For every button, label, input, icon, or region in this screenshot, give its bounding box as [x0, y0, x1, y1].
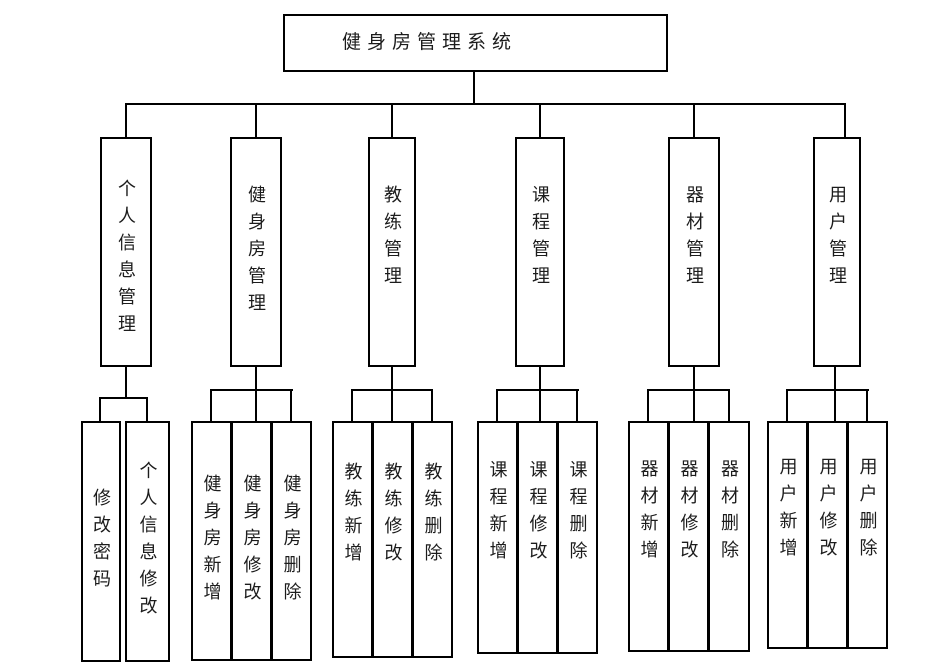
connector-line	[787, 389, 869, 391]
connector-line	[539, 367, 541, 421]
leaf-user-add: 用户新增	[767, 421, 808, 649]
connector-root-drop	[473, 72, 475, 103]
connector-line	[351, 389, 353, 421]
leaf-label: 教练删除	[422, 461, 443, 570]
leaf-user-delete: 用户删除	[847, 421, 888, 649]
connector-line	[648, 389, 730, 391]
leaf-label: 用户修改	[817, 457, 838, 565]
node-label: 用户管理	[827, 185, 847, 293]
leaf-equipment-delete: 器材删除	[708, 421, 750, 652]
leaf-change-password: 修改密码	[81, 421, 121, 662]
node-coach-management: 教练管理	[368, 137, 416, 367]
connector-drop-branch-2	[255, 103, 257, 137]
connector-line	[210, 389, 212, 421]
leaf-personal-info-edit: 个人信息修改	[125, 421, 170, 662]
connector-line	[290, 389, 292, 421]
leaf-label: 用户删除	[857, 457, 878, 565]
node-gym-management: 健身房管理	[230, 137, 282, 367]
connector-line	[255, 367, 257, 421]
leaf-user-edit: 用户修改	[807, 421, 848, 649]
connector-line	[431, 389, 433, 421]
leaf-equipment-add: 器材新增	[628, 421, 669, 652]
leaf-label: 课程修改	[527, 459, 548, 568]
leaf-label: 健身房新增	[201, 473, 222, 609]
root-node-label: 健身房管理系统	[342, 31, 518, 53]
connector-drop-branch-3	[391, 103, 393, 137]
connector-level1-bar	[126, 103, 846, 105]
leaf-label: 用户新增	[777, 457, 798, 565]
node-user-management: 用户管理	[813, 137, 861, 367]
leaf-coach-delete: 教练删除	[412, 421, 453, 658]
connector-line	[391, 367, 393, 421]
connector-line	[211, 389, 293, 391]
leaf-label: 课程新增	[487, 459, 508, 568]
node-label: 个人信息管理	[116, 179, 136, 341]
leaf-label: 健身房修改	[241, 473, 262, 609]
leaf-gym-edit: 健身房修改	[231, 421, 272, 661]
leaf-coach-add: 教练新增	[332, 421, 373, 658]
node-label: 教练管理	[382, 185, 402, 293]
connector-line	[99, 397, 101, 421]
connector-line	[100, 397, 148, 399]
node-personal-info-management: 个人信息管理	[100, 137, 152, 367]
connector-drop-branch-5	[693, 103, 695, 137]
connector-line	[352, 389, 433, 391]
connector-drop-branch-4	[539, 103, 541, 137]
leaf-label: 器材修改	[678, 458, 699, 567]
connector-line	[496, 389, 498, 421]
connector-line	[146, 397, 148, 421]
node-label: 健身房管理	[246, 184, 266, 320]
connector-line	[647, 389, 649, 421]
connector-drop-branch-1	[125, 103, 127, 137]
connector-line	[786, 389, 788, 421]
connector-line	[693, 367, 695, 421]
connector-line	[834, 367, 836, 421]
leaf-coach-edit: 教练修改	[372, 421, 413, 658]
leaf-label: 修改密码	[91, 487, 111, 596]
leaf-label: 健身房删除	[281, 473, 302, 609]
leaf-gym-delete: 健身房删除	[271, 421, 312, 661]
node-label: 课程管理	[530, 185, 550, 293]
leaf-equipment-edit: 器材修改	[668, 421, 709, 652]
leaf-label: 课程删除	[567, 459, 588, 568]
connector-line	[866, 389, 868, 421]
connector-drop-branch-6	[844, 103, 846, 137]
leaf-label: 教练修改	[382, 461, 403, 570]
node-equipment-management: 器材管理	[668, 137, 720, 367]
leaf-course-delete: 课程删除	[557, 421, 598, 654]
connector-line	[728, 389, 730, 421]
connector-line	[125, 367, 127, 398]
leaf-gym-add: 健身房新增	[191, 421, 232, 661]
leaf-label: 教练新增	[342, 461, 363, 570]
leaf-label: 器材删除	[719, 458, 739, 567]
leaf-label: 器材新增	[638, 458, 659, 567]
leaf-label: 个人信息修改	[137, 460, 158, 623]
leaf-course-add: 课程新增	[477, 421, 518, 654]
connector-line	[497, 389, 579, 391]
node-course-management: 课程管理	[515, 137, 565, 367]
node-label: 器材管理	[684, 185, 704, 293]
leaf-course-edit: 课程修改	[517, 421, 558, 654]
connector-line	[576, 389, 578, 421]
root-node-gym-management-system: 健身房管理系统	[283, 14, 668, 72]
